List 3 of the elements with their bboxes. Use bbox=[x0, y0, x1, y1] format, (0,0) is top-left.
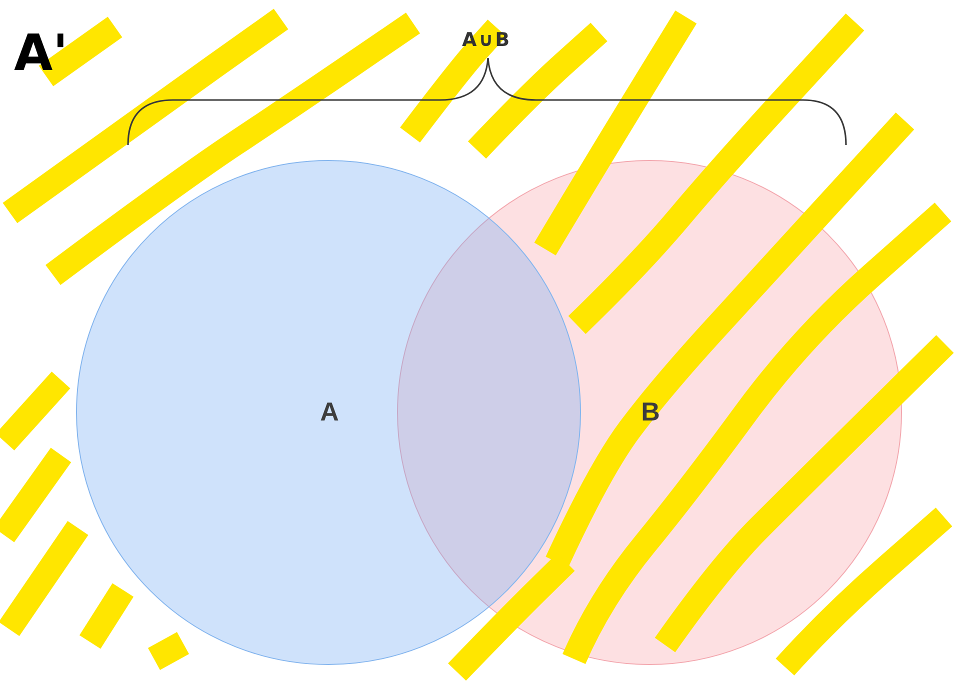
set-name: B bbox=[641, 396, 660, 427]
set-name: A bbox=[320, 396, 339, 427]
set-label: A' bbox=[14, 28, 68, 78]
